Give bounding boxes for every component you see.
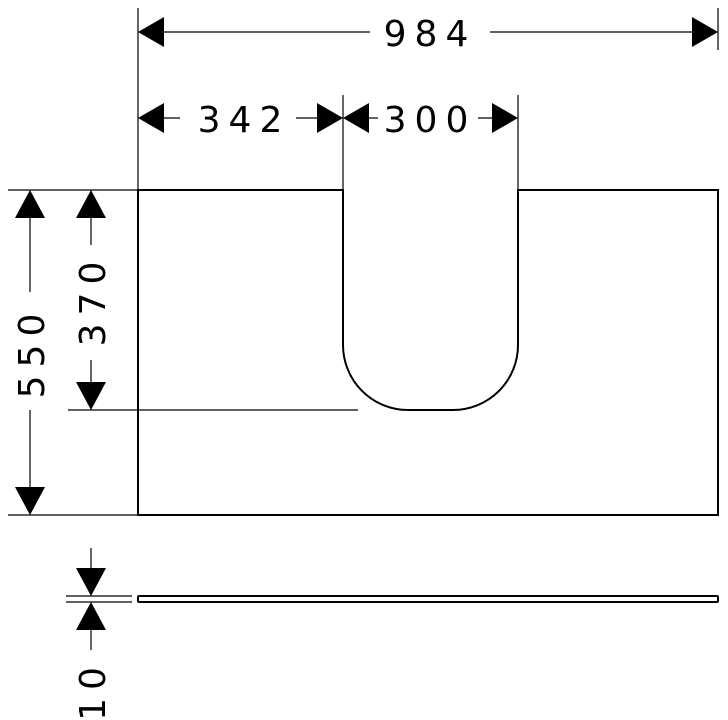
- arrow-up: [76, 190, 106, 218]
- dimension-overall-depth: 550: [12, 190, 53, 515]
- arrow-left: [138, 17, 164, 47]
- dimension-text-342: 342: [198, 100, 291, 141]
- arrow-right: [492, 103, 518, 133]
- arrow-right: [692, 17, 718, 47]
- arrow-left: [343, 103, 369, 133]
- dimension-text-984: 984: [384, 14, 477, 55]
- dimension-cutout-width: 300: [343, 100, 518, 141]
- countertop-outline: [137, 189, 719, 516]
- dimension-overall-width: 984: [138, 14, 718, 55]
- dimension-text-10: 10: [73, 659, 114, 720]
- dimension-left-offset: 342: [138, 100, 343, 141]
- arrow-right: [317, 103, 343, 133]
- arrow-down: [76, 568, 106, 596]
- arrow-down: [76, 382, 106, 410]
- arrow-up: [76, 602, 106, 630]
- dimension-text-300: 300: [384, 100, 477, 141]
- dimension-text-370: 370: [73, 254, 114, 347]
- arrow-down: [15, 487, 45, 515]
- arrow-up: [15, 190, 45, 218]
- dimension-thickness: 10: [73, 548, 114, 720]
- countertop-side-view: [137, 595, 719, 603]
- dimension-cutout-depth: 370: [73, 190, 114, 410]
- dimension-text-550: 550: [12, 306, 53, 399]
- arrow-left: [138, 103, 164, 133]
